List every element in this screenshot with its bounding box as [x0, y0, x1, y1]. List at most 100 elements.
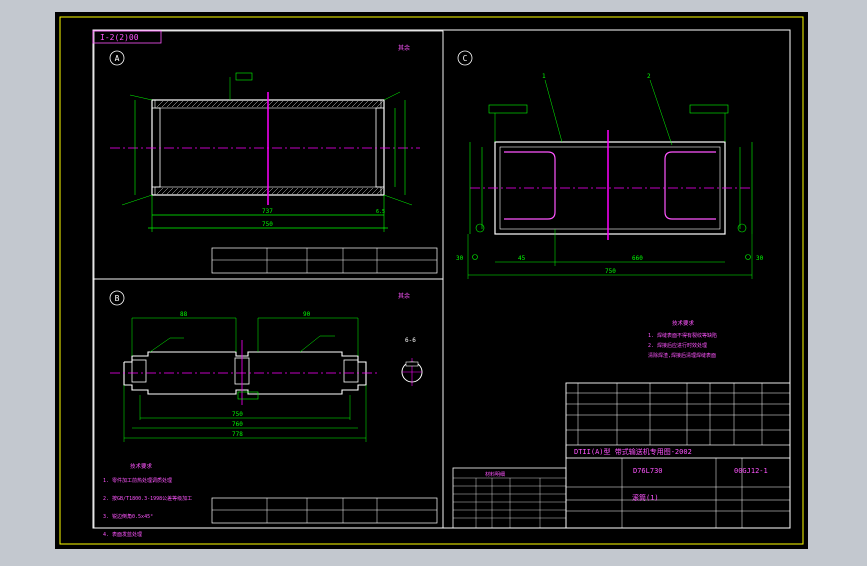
view-c-marker: C	[463, 54, 468, 63]
hatch-line	[336, 187, 344, 195]
view-a-total-length: 750	[262, 221, 273, 228]
hatch-line	[241, 187, 249, 195]
hatch-line	[301, 100, 309, 108]
sheet-tag: I-2(2)00	[100, 33, 139, 42]
hatch-line	[241, 100, 249, 108]
view-c: C 1 2 45 660 750	[456, 50, 764, 359]
hatch-line	[156, 100, 164, 108]
hatch-line	[251, 100, 259, 108]
hatch-line	[361, 100, 369, 108]
hatch-line	[311, 187, 319, 195]
view-b-note-3: 3. 锐边倒角0.5x45°	[103, 513, 153, 520]
hatch-line	[306, 187, 314, 195]
view-b-note-4: 4. 表面发蓝处理	[103, 531, 142, 538]
hatch-line	[186, 187, 194, 195]
view-a-gap: 6.5	[376, 209, 385, 215]
hatch-line	[366, 100, 374, 108]
title-project-row	[565, 444, 791, 459]
view-c-weld-left	[504, 151, 556, 220]
view-b-right-section: 90	[303, 311, 311, 318]
view-a-leader-br	[383, 194, 413, 206]
hatch-line	[201, 187, 209, 195]
hatch-line	[276, 100, 284, 108]
view-c-callout-2-leader	[649, 79, 673, 146]
hatch-line	[161, 187, 169, 195]
hatch-line	[221, 187, 229, 195]
view-a-param-table	[211, 247, 438, 274]
hatch-line	[356, 187, 364, 195]
hatch-line	[251, 187, 259, 195]
hatch-line	[216, 187, 224, 195]
hatch-line	[321, 187, 329, 195]
hatch-line	[231, 100, 239, 108]
hatch-line	[376, 100, 384, 108]
material-table: 材料明细	[452, 467, 567, 529]
hatch-line	[341, 100, 349, 108]
hatch-line	[301, 187, 309, 195]
hatch-line	[216, 100, 224, 108]
view-b-corner-note: 其余	[398, 292, 410, 300]
hatch-line	[246, 100, 254, 108]
view-a-leader-bl	[121, 194, 153, 206]
material-table-frame	[452, 467, 567, 529]
view-c-weld-symbol-right	[737, 223, 747, 233]
hatch-line	[181, 187, 189, 195]
view-c-weld-marker-left	[472, 254, 478, 260]
view-c-callout-2: 2	[647, 73, 651, 80]
hatch-line	[226, 187, 234, 195]
view-c-callout-1: 1	[542, 73, 546, 80]
view-a: A 其余 737 750 6.5	[109, 44, 420, 232]
hatch-line	[271, 100, 279, 108]
view-c-note-1: 1. 焊缝表面不得有裂纹等缺陷	[648, 332, 717, 339]
hatch-line	[186, 100, 194, 108]
view-c-total: 750	[605, 268, 616, 275]
hatch-line	[291, 100, 299, 108]
hatch-line	[376, 187, 384, 195]
hatch-line	[366, 187, 374, 195]
hatch-line	[191, 100, 199, 108]
view-c-weld-right	[664, 151, 716, 220]
hatch-line	[211, 100, 219, 108]
hatch-line	[256, 187, 264, 195]
hatch-line	[336, 100, 344, 108]
hatch-line	[371, 187, 379, 195]
hatch-line	[286, 187, 294, 195]
hatch-line	[246, 187, 254, 195]
title-drawing-code: D76L730	[633, 467, 663, 475]
view-b-section-label: 6-6	[405, 337, 416, 344]
hatch-line	[346, 187, 354, 195]
view-b-marker: B	[115, 294, 120, 303]
title-block: DTII(A)型 带式输送机专用图-2002 D76L730 00GJ12-1 …	[565, 382, 791, 529]
material-table-grid	[453, 477, 566, 528]
hatch-line	[286, 100, 294, 108]
view-a-end-right	[375, 107, 385, 188]
view-c-notes-title: 技术要求	[672, 319, 695, 327]
material-table-title: 材料明细	[485, 471, 505, 478]
hatch-line	[356, 100, 364, 108]
hatch-line	[196, 100, 204, 108]
hatch-line	[331, 187, 339, 195]
title-drawing-no: 00GJ12-1	[734, 467, 768, 475]
hatch-line	[231, 187, 239, 195]
hatch-line	[316, 100, 324, 108]
view-b-len-a: 750	[232, 411, 243, 418]
hatch-line	[341, 187, 349, 195]
hatch-line	[206, 187, 214, 195]
hatch-line	[191, 187, 199, 195]
hatch-line	[326, 187, 334, 195]
hatch-line	[361, 187, 369, 195]
hatch-line	[236, 187, 244, 195]
hatch-line	[351, 100, 359, 108]
view-a-marker: A	[115, 54, 120, 63]
view-a-tolerance-box	[235, 72, 253, 81]
drawing-sheet	[55, 12, 808, 549]
hatch-line	[256, 100, 264, 108]
hatch-line	[171, 187, 179, 195]
view-b-keyway-right	[343, 359, 359, 383]
hatch-line	[351, 187, 359, 195]
view-c-tolerance-left	[488, 104, 528, 114]
hatch-line	[321, 100, 329, 108]
hatch-line	[166, 100, 174, 108]
